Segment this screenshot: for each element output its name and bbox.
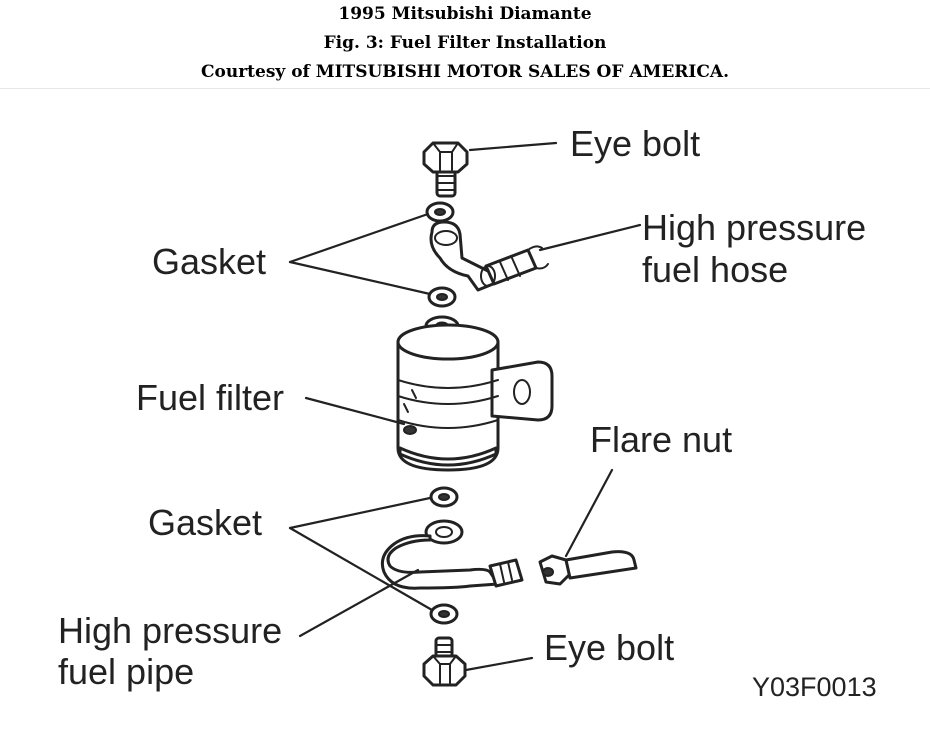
figure-header: 1995 Mitsubishi Diamante Fig. 3: Fuel Fi… [0,0,930,89]
gasket-upper-2 [427,286,457,308]
flare-nut [538,550,638,586]
leader-eye-bolt-bottom [464,656,534,672]
leader-pipe [298,568,420,638]
bottom-eye-bolt [422,636,467,687]
gasket-lower-1 [429,486,459,508]
header-figure-title: Fig. 3: Fuel Filter Installation [323,33,607,53]
label-gasket-top: Gasket [152,241,266,282]
leader-eye-bolt-top [468,141,558,152]
gasket-lower-2 [429,603,459,625]
label-gasket-bottom: Gasket [148,502,262,543]
leader-gasket-bottom-b [288,526,434,612]
label-eye-bolt-top: Eye bolt [570,123,700,164]
label-pipe-line1: High pressure [58,610,282,651]
leader-fuel-filter [304,396,406,426]
fuel-filter [396,315,554,472]
header-vehicle: 1995 Mitsubishi Diamante [338,4,592,24]
label-fuel-filter: Fuel filter [136,377,284,418]
fuel-filter-diagram: Eye bolt Gasket High pressure fuel hose … [58,123,877,702]
label-pipe-line2: fuel pipe [58,651,194,692]
label-flare-nut: Flare nut [590,419,732,460]
gasket-upper-1 [425,201,455,223]
leader-flare-nut [564,468,614,558]
leader-hose [538,223,642,252]
header-courtesy: Courtesy of MITSUBISHI MOTOR SALES OF AM… [200,62,730,82]
label-eye-bolt-bottom: Eye bolt [544,627,674,668]
high-pressure-fuel-pipe [380,519,524,590]
leader-lines [288,141,642,672]
leader-gasket-top-b [288,260,432,296]
label-hose-line2: fuel hose [642,249,788,290]
figure-code: Y03F0013 [752,672,877,702]
high-pressure-fuel-hose [429,220,549,292]
label-hose-line1: High pressure [642,207,866,248]
top-eye-bolt [422,141,469,198]
leader-gasket-top-a [288,212,430,264]
leader-gasket-bottom-a [288,496,432,530]
